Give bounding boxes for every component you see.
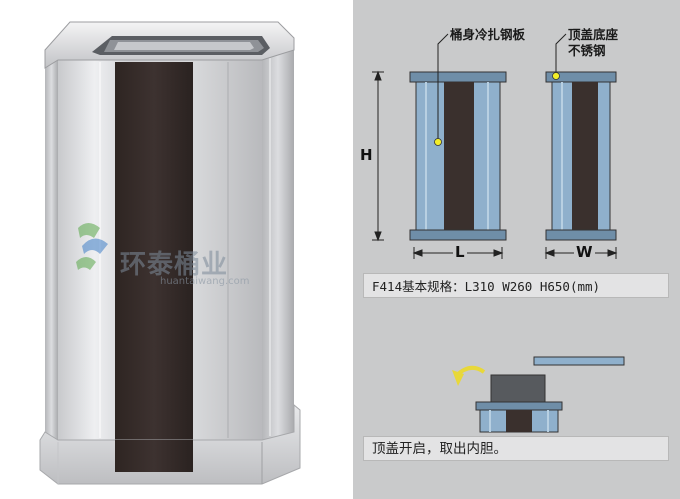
callout-dot-body: [434, 138, 442, 146]
open-info-bar: 顶盖开启，取出内胆。: [363, 436, 669, 461]
callout-label-top-line2: 不锈钢: [568, 43, 606, 58]
bin-bevel-left: [45, 60, 58, 440]
watermark-logo: [76, 223, 108, 270]
height-dimension: [372, 70, 384, 242]
callout-label-body: 桶身冷扎钢板: [450, 27, 526, 42]
callout-leader-body: [437, 33, 449, 142]
dim-label-h: H: [360, 146, 373, 164]
dim-label-l: L: [453, 243, 467, 261]
trash-bin-illustration: [39, 21, 301, 485]
callout-label-top-line1: 顶盖底座: [568, 27, 619, 42]
lid-open-drawing: [475, 356, 625, 433]
watermark-text: 环泰桶业: [120, 250, 229, 280]
callout-leader-top: [555, 33, 567, 76]
front-view-drawing: [409, 71, 507, 241]
watermark-url: huantaiwang.com: [160, 276, 250, 287]
dim-label-w: W: [574, 243, 595, 261]
bin-dark-band: [115, 62, 193, 472]
product-photo-panel: 环泰桶业 huantaiwang.com: [39, 21, 301, 485]
lift-arrow-icon: [452, 365, 486, 386]
callout-dot-top: [552, 72, 560, 80]
spec-info-bar: F414基本规格：L310 W260 H650(mm): [363, 273, 669, 298]
side-view-drawing: [545, 71, 617, 241]
